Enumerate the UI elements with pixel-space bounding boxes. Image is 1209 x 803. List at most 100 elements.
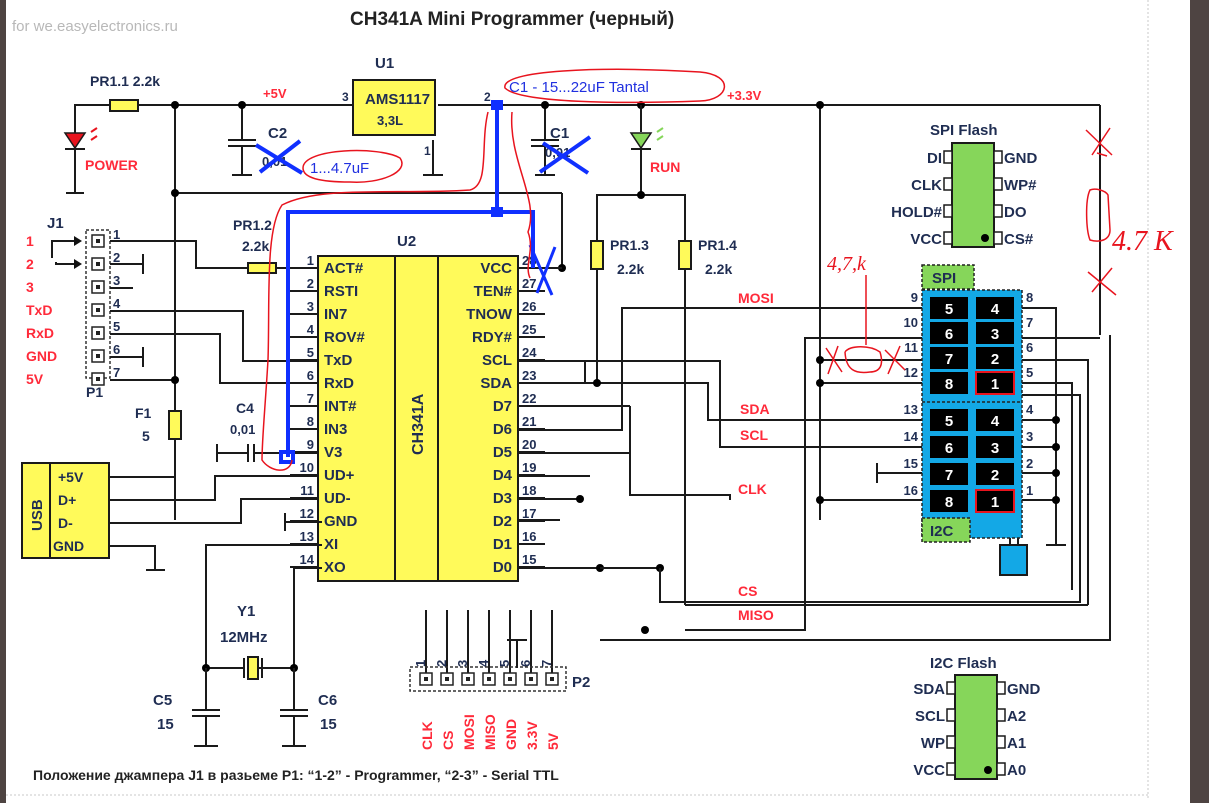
u1-variant: 3,3L (377, 113, 403, 128)
u2-pin-number: 11 (300, 483, 314, 498)
u2-pin-name: ROV# (324, 329, 366, 346)
resistor-pr1-4 (678, 240, 692, 270)
p1-pin-number: 1 (113, 227, 120, 242)
c1-label: C1 (550, 125, 569, 142)
socket-contact (930, 436, 968, 458)
u2-pin-number: 3 (307, 299, 314, 314)
socket-i2c-tag: I2C (930, 523, 954, 540)
p1-pin-number: 4 (113, 296, 121, 311)
j1-wiring (110, 240, 322, 384)
ink-x-bottom (1087, 267, 1117, 296)
u2-pin-name: D6 (493, 421, 512, 438)
bypass-wire-annotation (279, 105, 535, 464)
p2-connector (409, 666, 567, 692)
svg-text:7: 7 (945, 467, 953, 484)
run-led-icon (596, 105, 686, 240)
run-led-label: RUN (650, 159, 680, 175)
u2-ref: U2 (397, 233, 416, 250)
u2-pin-number: 25 (522, 322, 536, 337)
resistor-pr1-1 (109, 99, 139, 112)
u2-pin-name: UD- (324, 490, 351, 507)
c2-label: C2 (268, 125, 287, 142)
u2-pin-name: TEN# (474, 283, 513, 300)
socket-contact (976, 347, 1014, 369)
svg-text:4: 4 (991, 413, 1000, 430)
flash-pin-label: DO (1004, 204, 1027, 221)
u2-pin-name: GND (324, 513, 358, 530)
p2-pin-number: 7 (539, 660, 554, 667)
p2-pin-number: 4 (476, 659, 491, 667)
c1-note-circle (504, 68, 726, 104)
p2-pin-label: CS (440, 731, 456, 750)
j1-pin-label: 2 (26, 256, 34, 272)
u2-ch341a (317, 255, 519, 582)
resistor-pr1-2 (247, 262, 277, 274)
j1-pin-label: RxD (26, 325, 54, 341)
flash-pin-label: SCL (915, 708, 945, 725)
c5-value: 15 (157, 716, 174, 733)
flash-pin (943, 231, 953, 245)
u2-pin-number: 8 (307, 414, 314, 429)
y1-freq: 12MHz (220, 629, 268, 646)
socket-contact (930, 490, 968, 512)
c6-value: 15 (320, 716, 337, 733)
flash-pin-label: HOLD# (891, 204, 942, 221)
p2-pin-number: 6 (518, 660, 533, 667)
annotation-overlay (261, 68, 1117, 471)
usb-pin-dminus: D- (58, 515, 73, 531)
vcc-strike-mark (528, 244, 557, 296)
u2-pin-name: V3 (324, 444, 342, 461)
p2-pin-number: 5 (497, 660, 512, 667)
svg-text:1: 1 (991, 376, 999, 393)
flash-pin-label: VCC (910, 231, 942, 248)
flash-pin-label: CS# (1004, 231, 1034, 248)
u2-pin-number: 14 (300, 552, 315, 567)
flash-pin-label: SDA (913, 681, 945, 698)
u2-pin-number: 23 (522, 368, 536, 383)
c4-value: 0,01 (230, 422, 255, 437)
socket-pin-number: 16 (904, 483, 918, 498)
flash-pin (943, 177, 953, 191)
j1-pin-label: 3 (26, 279, 34, 295)
p1-ref: P1 (86, 384, 103, 400)
socket-contact (930, 372, 968, 394)
u2-pin-number: 26 (522, 299, 536, 314)
flash-pin-label: A0 (1007, 762, 1026, 779)
socket-spi-tag-box (921, 264, 975, 290)
flash-pin (996, 735, 1006, 749)
flash-pin (943, 150, 953, 164)
u2-pin-name: RSTI (324, 283, 358, 300)
u2-pin-name: D1 (493, 536, 512, 553)
u2-pin-number: 21 (522, 414, 536, 429)
u1-name: AMS1117 (365, 91, 430, 108)
svg-text:2: 2 (991, 351, 999, 368)
svg-text:5: 5 (945, 413, 953, 430)
flash-pin-label: CLK (911, 177, 942, 194)
ink-resistor-symbol (1085, 188, 1111, 242)
u2-pin-name: RxD (324, 375, 354, 392)
u2-pin-name: D3 (493, 490, 512, 507)
ink-note-4-7k-small: 4,7,k (827, 253, 867, 275)
u2-pin-number: 9 (307, 437, 314, 452)
j1-pin-label: GND (26, 348, 57, 364)
i2c-flash-chip (954, 674, 998, 780)
p1-pin-number: 3 (113, 273, 120, 288)
u2-pin-name: D5 (493, 444, 512, 461)
u2-pin-name: RDY# (472, 329, 513, 346)
socket-pin-number: 13 (904, 402, 918, 417)
spi-flash-chip (951, 142, 995, 248)
p2-pin-number: 3 (455, 660, 470, 667)
flash-pin-label: WP (921, 735, 945, 752)
net-label-scl: SCL (740, 427, 768, 443)
p2-pin-label: 3.3V (524, 721, 540, 750)
u2-pin-number: 16 (522, 529, 536, 544)
flash-pin-label: A1 (1007, 735, 1026, 752)
crystal-wiring (192, 544, 322, 747)
u2-pin-number: 27 (522, 276, 536, 291)
net-label-clk: CLK (738, 481, 767, 497)
u2-pin-number: 13 (300, 529, 314, 544)
u2-pin-number: 4 (307, 322, 315, 337)
fuse-f1 (168, 410, 182, 440)
c2-strike-mark (254, 139, 304, 175)
